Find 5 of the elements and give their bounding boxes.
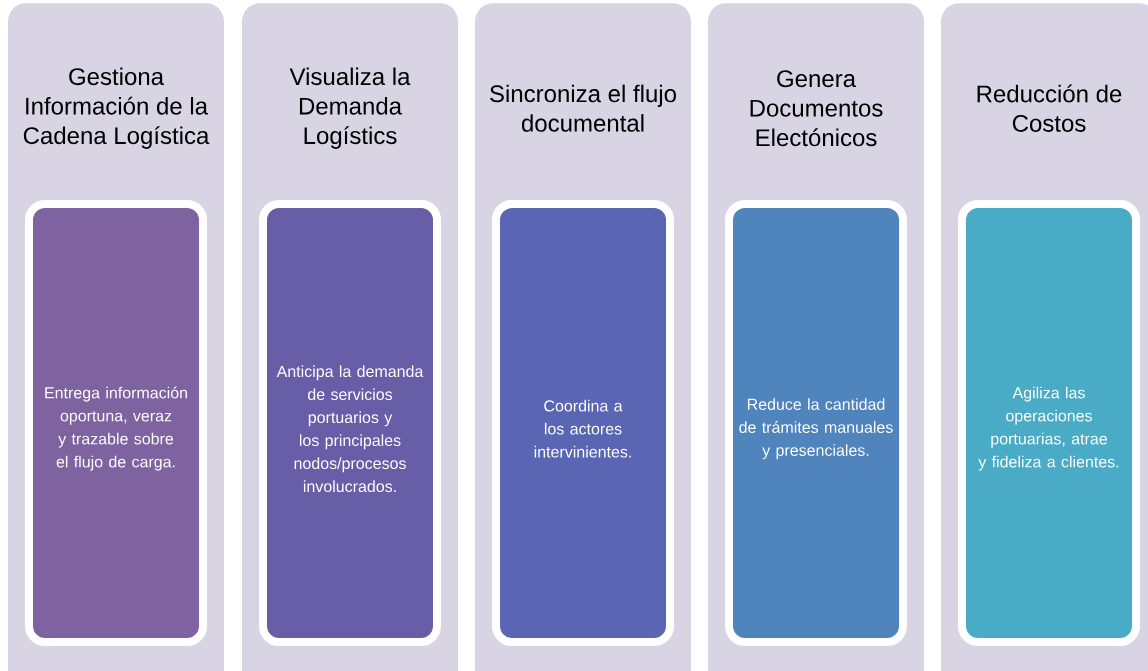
description-box: Reduce la cantidad de trámites manuales y presenciales. [725, 200, 907, 646]
description-box: Agiliza las operaciones portuarias, atrae y fideliza a clientes. [958, 200, 1140, 646]
description-box: Anticipa la demanda de servicios portuarios y los principales nodos/procesos involucrados. [259, 200, 441, 646]
description-box: Coordina a los actores intervinientes. [492, 200, 674, 646]
description-box: Entrega información oportuna, veraz y trazable sobre el flujo de carga. [25, 200, 207, 646]
